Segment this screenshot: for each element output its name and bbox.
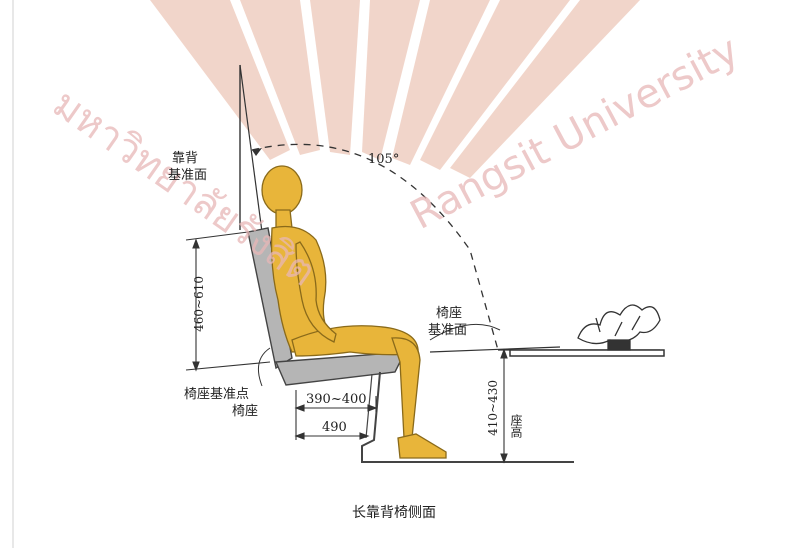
side-table bbox=[509, 349, 665, 357]
backrest-reference-slant bbox=[239, 64, 263, 233]
back-height-value: 460~610 bbox=[192, 276, 206, 332]
seated-figure bbox=[261, 165, 447, 459]
seat-reference-point-label: 椅座基准点 bbox=[184, 387, 250, 402]
seat-ref-point-leader bbox=[257, 347, 271, 387]
angle-arrow bbox=[252, 148, 262, 156]
back-height-dimension bbox=[185, 231, 271, 372]
figure-head bbox=[261, 165, 303, 215]
seat-ref-leader bbox=[429, 323, 501, 341]
plant-sketch bbox=[577, 304, 661, 351]
chair-seat bbox=[274, 351, 407, 386]
backrest-reference-label-2: 基准面 bbox=[168, 168, 208, 183]
page-edge bbox=[12, 0, 14, 548]
seat-height-value: 410~430 bbox=[486, 380, 500, 436]
seat-height-dimension bbox=[500, 348, 508, 464]
figure-arm bbox=[295, 241, 337, 343]
figure-caption: 长靠背椅侧面 bbox=[352, 505, 436, 521]
backrest-reference-label-1: 靠背 bbox=[172, 151, 199, 166]
angle-label: 105° bbox=[368, 152, 400, 167]
seat-reference-line bbox=[429, 346, 561, 353]
seat-reference-label-2: 基准面 bbox=[428, 323, 468, 338]
seat-depth-value-1: 390~400 bbox=[306, 392, 367, 407]
chair-frame bbox=[361, 371, 574, 463]
watermark-seal bbox=[150, 0, 640, 178]
seat-depth-value-2: 490 bbox=[322, 420, 347, 435]
seat-depth-dimension bbox=[294, 390, 378, 440]
figure-foot bbox=[397, 433, 447, 459]
seat-height-label: 座高 bbox=[509, 414, 523, 438]
chair-backrest bbox=[247, 227, 293, 370]
seat-label: 椅座 bbox=[232, 404, 259, 419]
seat-reference-label-1: 椅座 bbox=[436, 306, 463, 321]
